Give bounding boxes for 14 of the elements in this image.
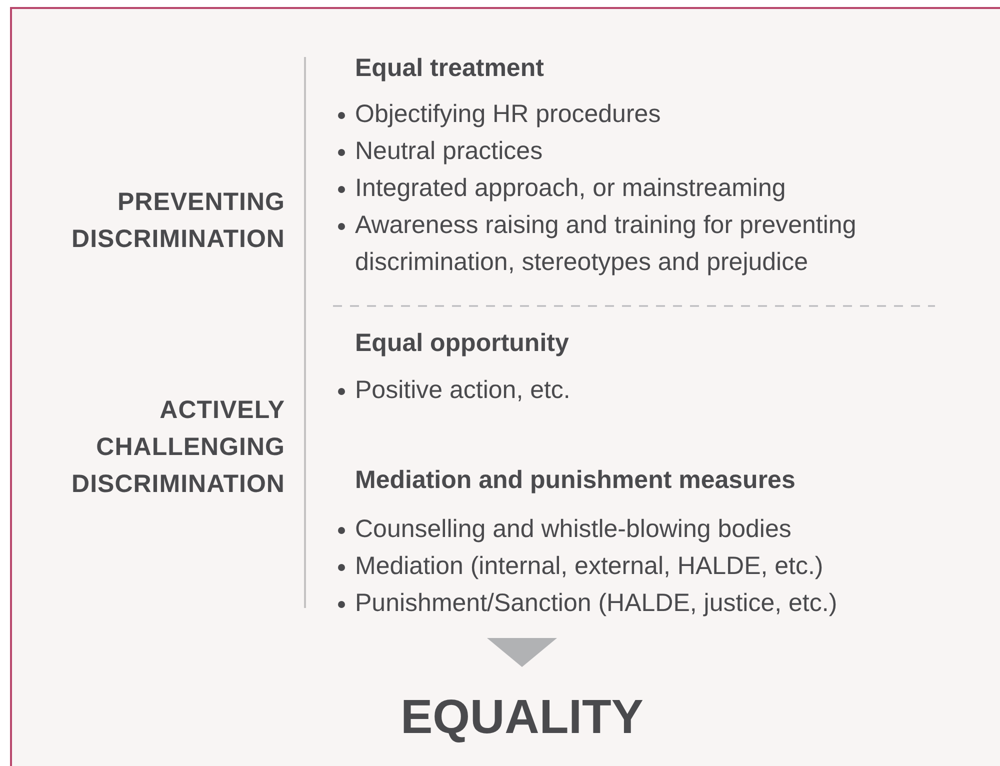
section-heading: ACTIVELY CHALLENGING DISCRIMINATION (70, 395, 285, 500)
subheading: Equal opportunity (355, 328, 570, 359)
list-item: Neutral practices (355, 136, 544, 167)
list-item: Punishment/Sanction (HALDE, justice, etc.) (355, 588, 838, 619)
list-item: Objectifying HR procedures (355, 99, 662, 130)
subheading: Equal treatment (355, 53, 545, 84)
section-heading: PREVENTING DISCRIMINATION (70, 187, 285, 255)
list-item: Mediation (internal, external, HALDE, etc.) (355, 551, 824, 582)
subheading: Mediation and punishment measures (355, 465, 796, 496)
result-heading: EQUALITY (400, 690, 644, 746)
list-item: Integrated approach, or mainstreaming (355, 173, 787, 204)
list-item: Positive action, etc. (355, 375, 572, 406)
list-item: Counselling and whistle-blowing bodies (355, 514, 792, 545)
list-item: Awareness raising and training for preventing discrimination, stereotypes and prejudice (355, 210, 858, 278)
